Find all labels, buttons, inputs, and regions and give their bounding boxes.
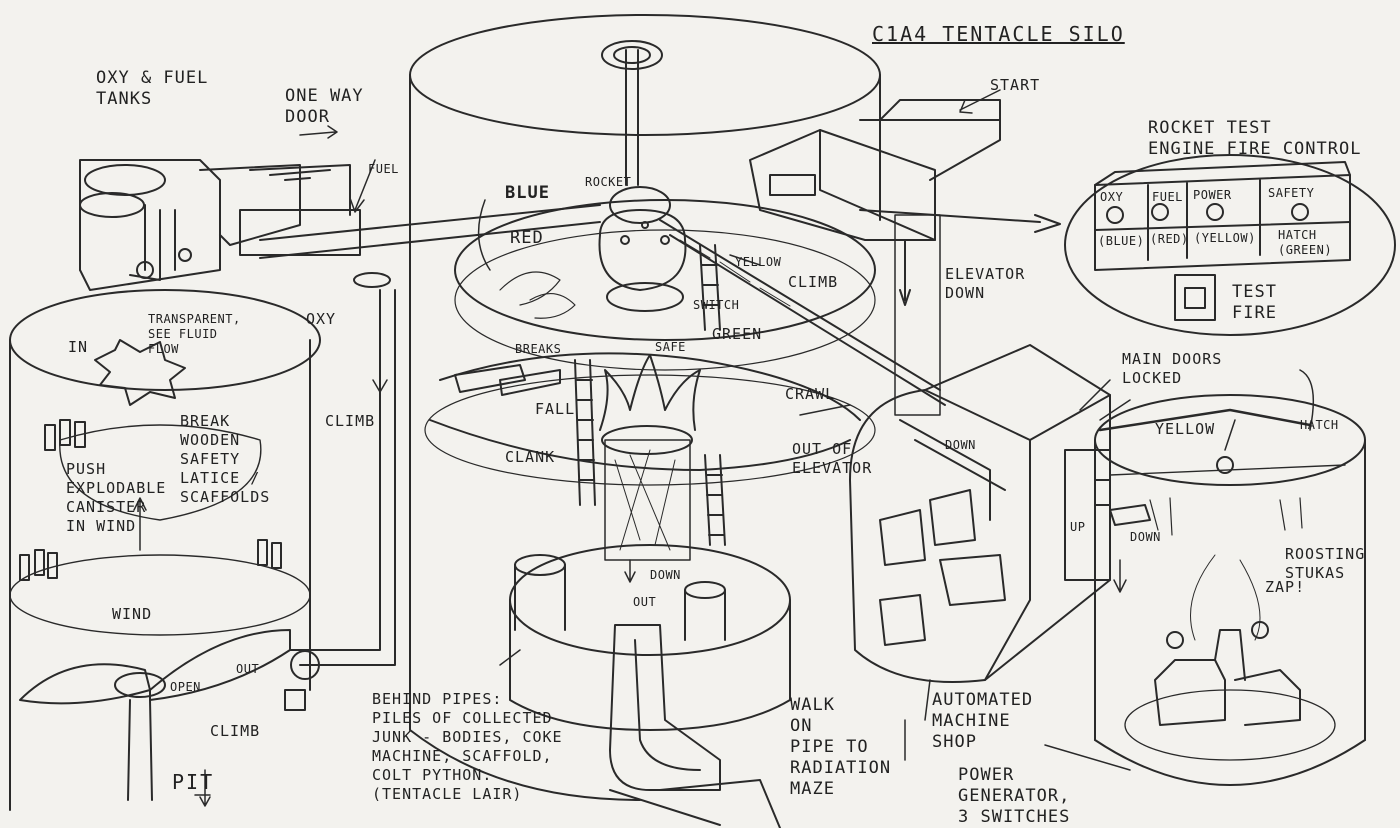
label-crawl: CRAWL (785, 385, 836, 403)
label-in: IN (68, 338, 89, 356)
diagram-title: C1A4 TENTACLE SILO (872, 22, 1125, 46)
label-red: RED (510, 228, 544, 248)
label-rocket-test: ROCKET TEST ENGINE FIRE CONTROL (1148, 118, 1362, 159)
panel-gauge-power: POWER (1193, 188, 1232, 202)
central-silo (259, 14, 1001, 801)
label-out-left: OUT (236, 662, 260, 676)
label-green: GREEN (712, 325, 763, 343)
panel-test-fire: TEST FIRE (1232, 282, 1277, 323)
label-yellow-right: YELLOW (1155, 420, 1216, 438)
label-clank: CLANK (505, 448, 556, 466)
panel-color-blue: (BLUE) (1098, 234, 1145, 248)
panel-color-yellow: (YELLOW) (1194, 231, 1256, 245)
label-machine-shop: AUTOMATED MACHINE SHOP (932, 690, 1034, 752)
label-roosting: ROOSTING STUKAS (1285, 545, 1366, 582)
label-rocket: ROCKET (585, 175, 632, 189)
label-elevator-down: ELEVATOR DOWN (945, 265, 1026, 302)
label-breaks: BREAKS (515, 342, 562, 356)
label-walk-on: WALK ON PIPE TO RADIATION MAZE (790, 695, 892, 799)
label-out-of-elevator: OUT OF ELEVATOR (792, 440, 873, 477)
label-transparent: TRANSPARENT, SEE FLUID FLOW (148, 312, 241, 356)
label-fall: FALL (535, 400, 576, 418)
tentacle-lair (514, 554, 781, 828)
label-break-wooden: BREAK WOODEN SAFETY LATICE / SCAFFOLDS (180, 412, 271, 506)
label-switch: SWITCH (693, 298, 740, 312)
label-climb-left: CLIMB (210, 722, 261, 740)
label-wind: WIND (112, 605, 153, 623)
label-yellow-top: YELLOW (735, 255, 782, 269)
label-behind-pipes: BEHIND PIPES: PILES OF COLLECTED JUNK - … (372, 690, 563, 803)
label-oxy: OXY (306, 310, 337, 328)
label-power-gen: POWER GENERATOR, 3 SWITCHES (958, 765, 1071, 827)
panel-gauge-oxy: OXY (1100, 190, 1124, 204)
label-pit: PIT (172, 770, 215, 794)
label-climb-top: CLIMB (788, 273, 839, 291)
label-down-mid: DOWN (945, 438, 976, 452)
control-panel-sketch (859, 154, 1396, 336)
label-down-shop: DOWN (1130, 530, 1161, 544)
label-out-mid: OUT (633, 595, 657, 609)
label-open: OPEN (170, 680, 201, 694)
fuel-tanks (79, 159, 361, 291)
label-zap: ZAP! (1265, 578, 1306, 596)
label-main-doors: MAIN DOORS LOCKED (1122, 350, 1223, 387)
label-climb-mid: CLIMB (325, 412, 376, 430)
label-one-way-door: ONE WAY DOOR (285, 86, 364, 127)
label-start: START (990, 76, 1041, 94)
left-tank (9, 272, 396, 811)
label-down-pit: DOWN (650, 568, 681, 582)
label-push-canister: PUSH EXPLODABLE CANISTER IN WIND (66, 460, 167, 535)
machine-shop (849, 344, 1151, 683)
label-up: UP (1070, 520, 1086, 534)
panel-gauge-fuel: FUEL (1152, 190, 1183, 204)
pointer-arrows (133, 89, 1315, 807)
label-oxy-fuel-tanks: OXY & FUEL TANKS (96, 68, 209, 109)
label-fuel: FUEL (368, 162, 399, 176)
label-hatch-pointer: HATCH (1300, 418, 1339, 432)
power-generator (1094, 394, 1366, 786)
panel-color-green: HATCH (GREEN) (1278, 228, 1333, 257)
label-safe: SAFE (655, 340, 686, 354)
panel-color-red: (RED) (1150, 232, 1189, 246)
panel-gauge-safety: SAFETY (1268, 186, 1315, 200)
label-blue: BLUE (505, 183, 550, 203)
